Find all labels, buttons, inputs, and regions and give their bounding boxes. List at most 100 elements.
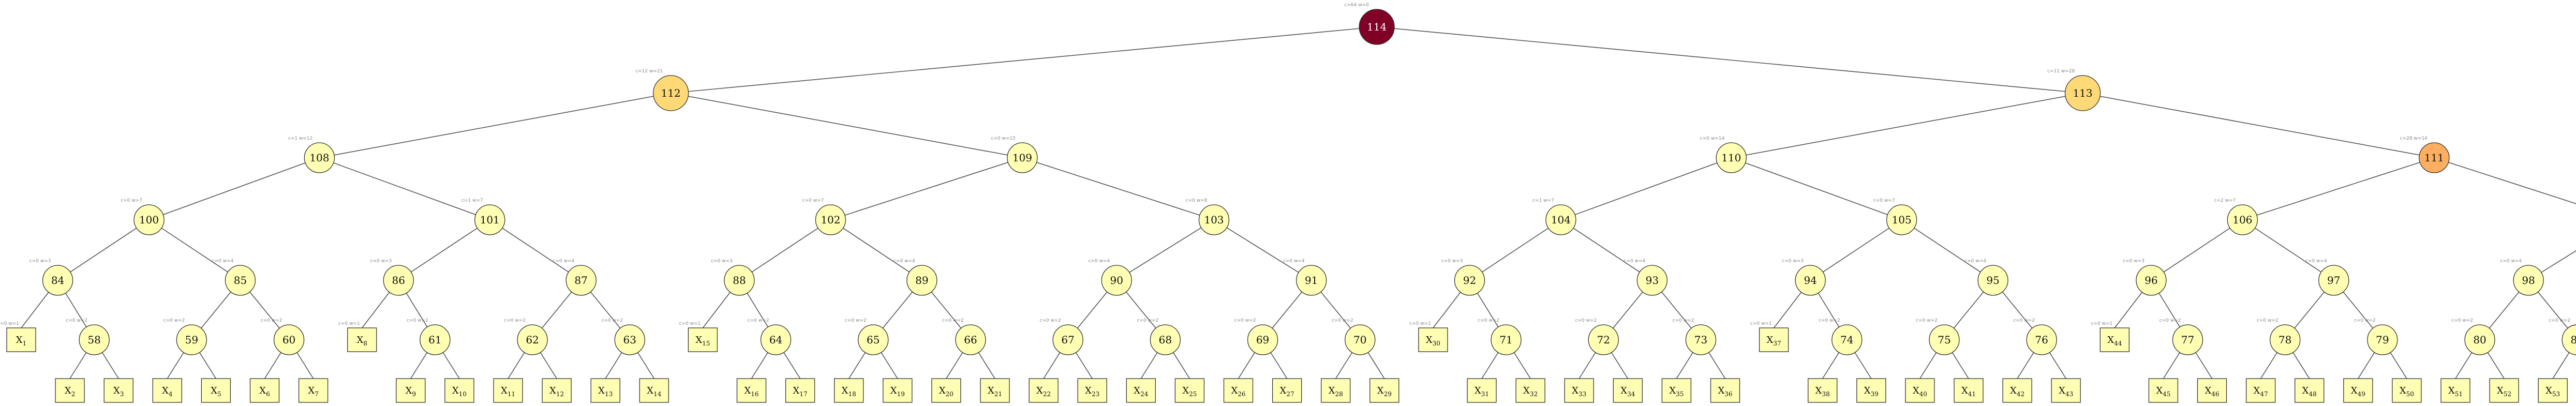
leaf-x45[interactable]: X45 [2148,378,2179,403]
node-77[interactable]: 77c=0 w=2 [2160,318,2203,355]
node-96[interactable]: 96c=0 w=3 [2123,259,2167,296]
node-71[interactable]: 71c=0 w=2 [1478,318,1522,355]
leaf-x6[interactable]: X6 [249,378,280,403]
node-93[interactable]: 93c=0 w=4 [1624,259,1668,296]
leaf-x23[interactable]: X23 [1077,378,1107,403]
leaf-x22[interactable]: X22 [1029,378,1059,403]
node-95[interactable]: 95c=0 w=4 [1964,259,2008,296]
leaf-x19[interactable]: X19 [883,378,913,403]
node-69[interactable]: 69c=0 w=2 [1234,318,1278,355]
leaf-x2[interactable]: X2 [55,378,85,403]
leaf-x42[interactable]: X42 [2002,378,2032,403]
node-91[interactable]: 91c=0 w=4 [1283,259,1327,296]
node-98[interactable]: 98c=0 w=4 [2500,259,2544,296]
leaf-x7[interactable]: X7 [298,378,329,403]
node-89[interactable]: 89c=0 w=4 [894,259,937,296]
leaf-x12[interactable]: X12 [542,378,572,403]
node-67[interactable]: 67c=0 w=2 [1039,318,1083,355]
node-58[interactable]: 58c=0 w=2 [66,318,110,355]
node-97[interactable]: 97c=0 w=4 [2305,259,2349,296]
leaf-x28[interactable]: X28 [1321,378,1351,403]
node-63[interactable]: 63c=0 w=2 [601,318,645,355]
leaf-x9[interactable]: X9 [396,378,426,403]
leaf-x32[interactable]: X32 [1515,378,1545,403]
leaf-x21[interactable]: X21 [980,378,1010,403]
node-75[interactable]: 75c=0 w=2 [1916,318,1960,355]
node-81[interactable]: 81c=0 w=2 [2549,318,2576,355]
node-66[interactable]: 66c=0 w=2 [942,318,986,355]
leaf-x36[interactable]: X36 [1710,378,1740,403]
node-94[interactable]: 94c=0 w=3 [1782,259,1826,296]
leaf-x49[interactable]: X49 [2343,378,2373,403]
node-79[interactable]: 79c=0 w=2 [2354,318,2398,355]
node-78[interactable]: 78c=0 w=2 [2257,318,2301,355]
leaf-x29[interactable]: X29 [1369,378,1399,403]
leaf-x3[interactable]: X3 [103,378,133,403]
node-90[interactable]: 90c=0 w=4 [1088,259,1132,296]
leaf-x43[interactable]: X43 [2051,378,2081,403]
leaf-x4[interactable]: X4 [152,378,182,403]
node-85[interactable]: 85c=0 w=4 [212,259,256,296]
leaf-x16[interactable]: X16 [736,378,767,403]
leaf-x13[interactable]: X13 [590,378,620,403]
node-62[interactable]: 62c=0 w=2 [504,318,548,355]
leaf-x14[interactable]: X14 [639,378,669,403]
leaf-x46[interactable]: X46 [2197,378,2227,403]
node-92[interactable]: 92c=0 w=3 [1441,259,1485,296]
node-64[interactable]: 64c=0 w=2 [748,318,792,355]
leaf-x11[interactable]: X11 [493,378,523,403]
leaf-x18[interactable]: X18 [834,378,864,403]
leaf-x8[interactable]: X8c=0 w=1 [338,321,377,352]
leaf-x24[interactable]: X24 [1126,378,1156,403]
node-76[interactable]: 76c=0 w=2 [2013,318,2057,355]
leaf-x33[interactable]: X33 [1564,378,1594,403]
node-65[interactable]: 65c=0 w=2 [845,318,889,355]
leaf-x38[interactable]: X38 [1808,378,1838,403]
node-68[interactable]: 68c=0 w=2 [1137,318,1181,355]
node-60[interactable]: 60c=0 w=2 [261,318,305,355]
leaf-x20[interactable]: X20 [931,378,961,403]
leaf-x51[interactable]: X51 [2440,378,2470,403]
leaf-x40[interactable]: X40 [1905,378,1935,403]
leaf-x53[interactable]: X53 [2538,378,2568,403]
node-86[interactable]: 86c=0 w=3 [370,259,414,296]
leaf-x47[interactable]: X47 [2245,378,2276,403]
node-61[interactable]: 61c=0 w=2 [407,318,451,355]
leaf-x25[interactable]: X25 [1174,378,1205,403]
leaf-x17[interactable]: X17 [785,378,815,403]
node-73[interactable]: 73c=0 w=2 [1673,318,1717,355]
leaf-x27[interactable]: X27 [1272,378,1302,403]
node-87[interactable]: 87c=0 w=4 [553,259,597,296]
leaf-x1[interactable]: X1c=0 w=1 [0,321,36,352]
leaf-x41[interactable]: X41 [1954,378,1984,403]
leaf-x48[interactable]: X48 [2295,378,2325,403]
leaf-x34[interactable]: X34 [1613,378,1643,403]
leaf-x26[interactable]: X26 [1223,378,1254,403]
leaf-x50[interactable]: X50 [2392,378,2422,403]
leaf-x35[interactable]: X35 [1661,378,1692,403]
leaf-x10[interactable]: X10 [444,378,474,403]
leaf-x52[interactable]: X52 [2489,378,2519,403]
node-80[interactable]: 80c=0 w=2 [2451,318,2495,355]
leaf-x39[interactable]: X39 [1856,378,1886,403]
node-88[interactable]: 88c=0 w=3 [711,259,755,296]
leaf-x31[interactable]: X31 [1467,378,1497,403]
node-84[interactable]: 84c=0 w=3 [29,259,73,296]
